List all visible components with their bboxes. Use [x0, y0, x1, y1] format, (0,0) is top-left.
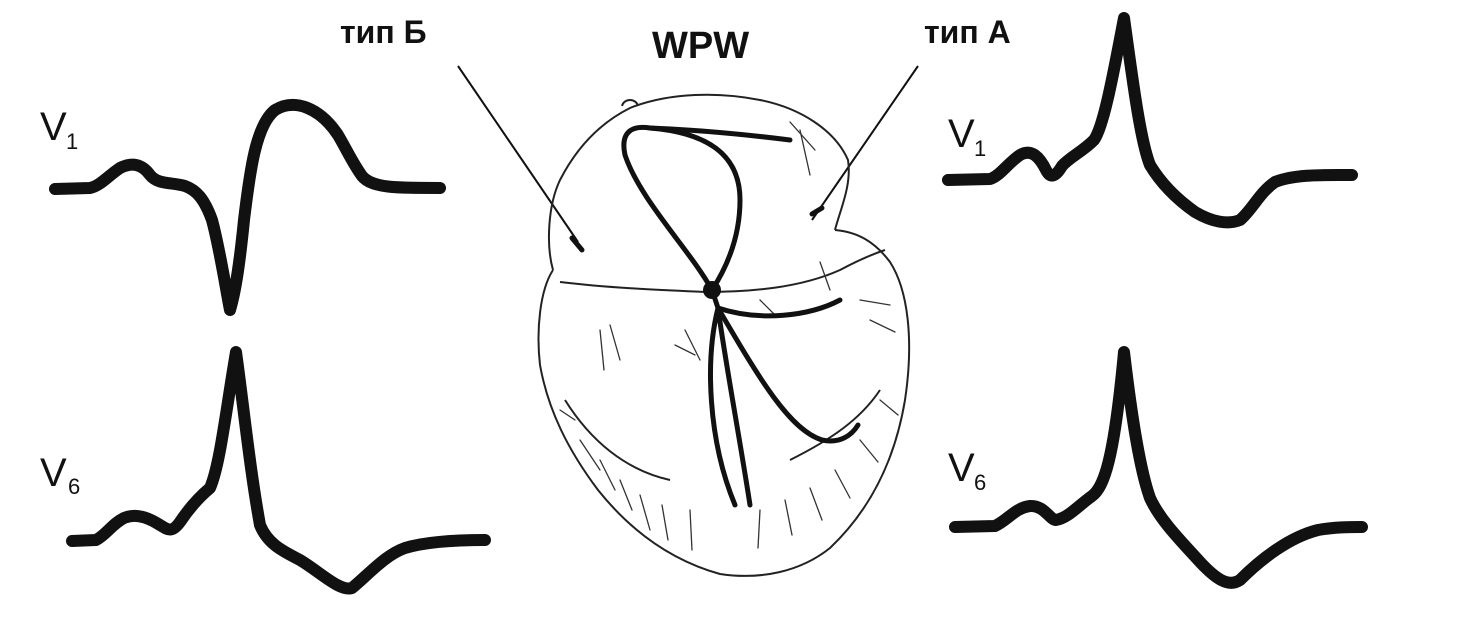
heart-ventricles-outline [537, 229, 911, 577]
right-v6-label: V 6 [948, 446, 986, 495]
ecg-type-b-v1-trace [49, 99, 446, 316]
left-bundle-branch [715, 305, 753, 508]
av-node [703, 281, 721, 299]
left-v1-letter: V [40, 105, 67, 149]
ventricle-inner-left [564, 399, 671, 481]
right-v1-label: V 1 [948, 112, 986, 161]
type-b-accessory-pathway [569, 235, 585, 253]
type-a-accessory-pathway [809, 205, 825, 217]
heart-atria-outline [547, 93, 850, 271]
heart-illustration [537, 93, 911, 577]
right-v1-subscript: 1 [974, 136, 986, 161]
left-v1-label: V 1 [40, 105, 78, 154]
type-b-label: тип Б [340, 14, 427, 50]
right-v6-letter: V [948, 446, 975, 490]
left-v6-subscript: 6 [68, 474, 80, 499]
right-bundle-branch [708, 305, 738, 508]
type-b-pointer-line [457, 65, 579, 243]
ecg-type-a-v1-trace [942, 12, 1358, 229]
heart-auricle [621, 99, 639, 107]
left-v6-letter: V [40, 451, 67, 495]
type-a-label: тип А [924, 14, 1011, 50]
av-groove [559, 249, 886, 293]
left-v1-subscript: 1 [66, 129, 78, 154]
right-v6-subscript: 6 [974, 470, 986, 495]
diagram-title: WPW [652, 25, 749, 67]
ventricle-inner-right [789, 389, 881, 461]
right-v1-letter: V [948, 112, 975, 156]
atrial-pathway-right [647, 125, 793, 143]
sa-node-loop [621, 124, 743, 293]
conduction-system [569, 124, 861, 508]
left-posterior-fascicle [715, 305, 861, 444]
ecg-type-a-v6-trace [949, 346, 1368, 589]
type-a-pointer-line [811, 65, 919, 221]
purkinje-fibers [559, 121, 899, 551]
ecg-type-b-v6-trace [66, 346, 491, 595]
left-anterior-fascicle [715, 297, 843, 319]
left-v6-label: V 6 [40, 451, 80, 499]
